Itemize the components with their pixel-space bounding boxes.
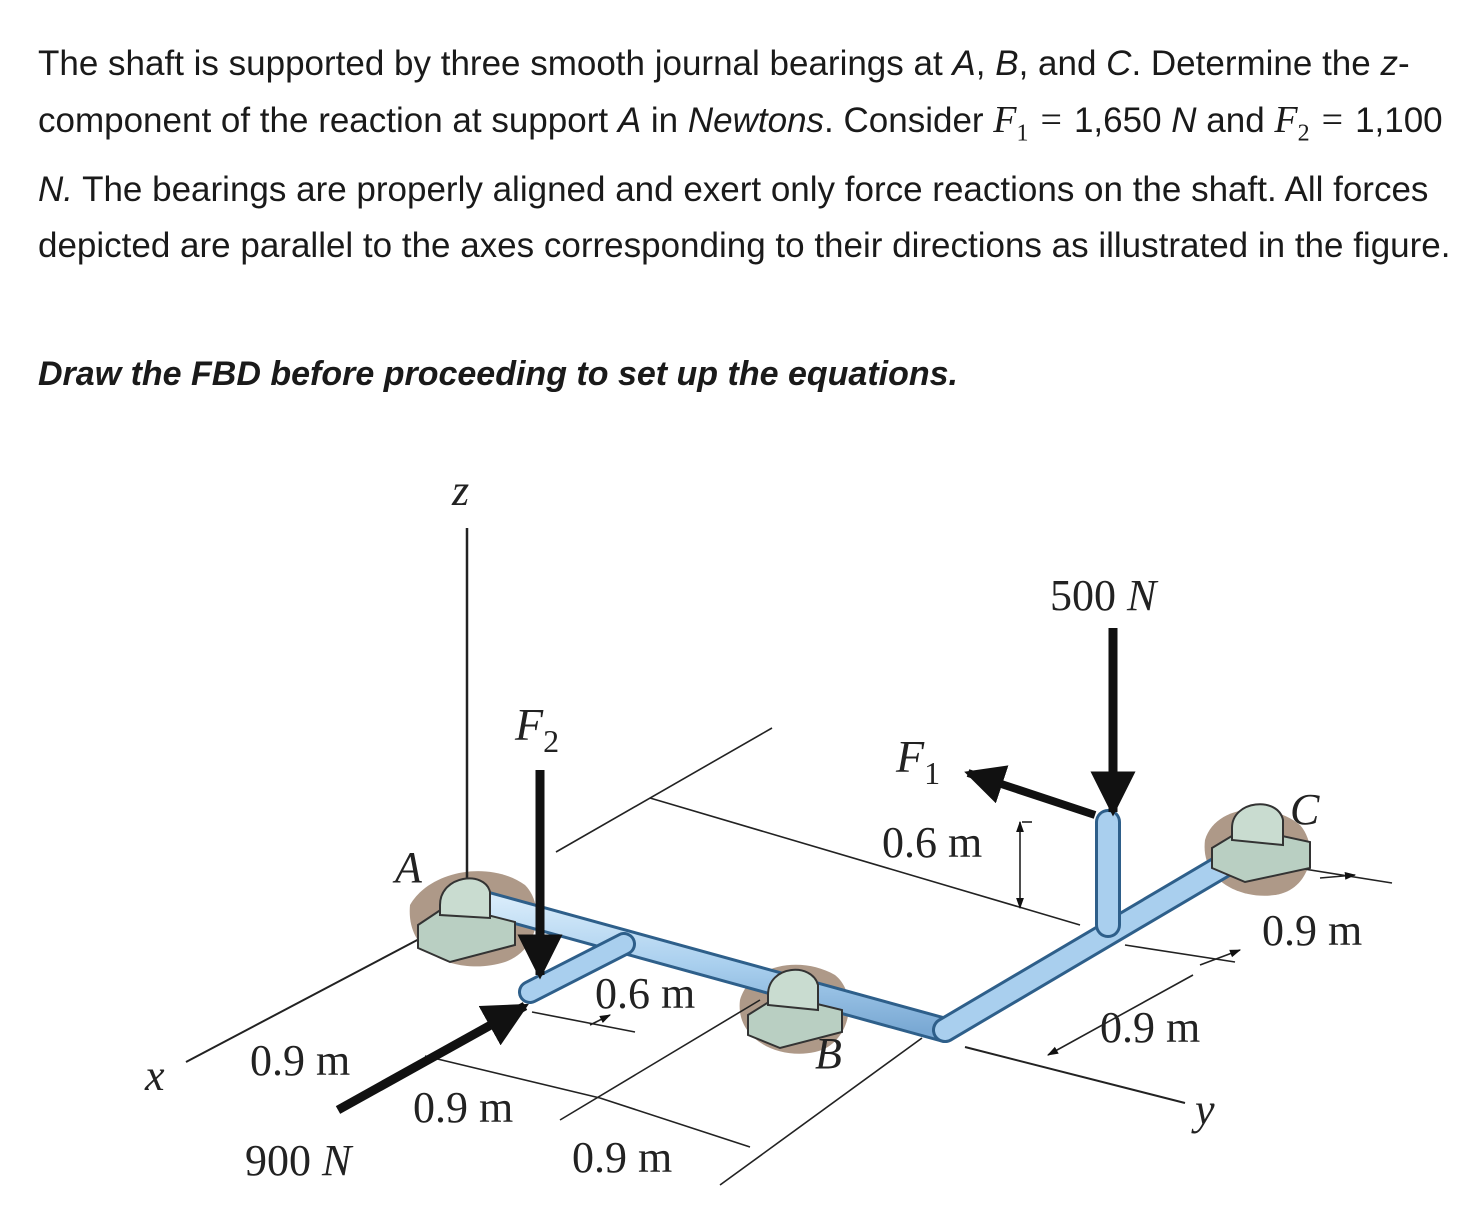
problem-text: , <box>975 44 996 83</box>
x-axis <box>185 927 441 1063</box>
label-b: B <box>815 1029 842 1078</box>
axis-z-label: z <box>451 466 469 515</box>
label-c: C <box>1290 785 1320 834</box>
f1-value: 1,650 <box>1073 101 1172 140</box>
label-f2: F2 <box>514 699 559 759</box>
axis-x-label: x <box>144 1051 165 1100</box>
dim-0.9m-ab-2: 0.9 m <box>572 1133 672 1182</box>
bearing-c <box>1211 803 1311 884</box>
point-b-ref: B <box>995 44 1019 83</box>
dim-0.9m-ab-1: 0.9 m <box>413 1083 513 1132</box>
problem-text: and <box>1196 101 1275 140</box>
point-a-ref: A <box>952 44 976 83</box>
problem-text: The bearings are properly aligned and ex… <box>38 169 1451 265</box>
equals-sign: = <box>1321 99 1344 141</box>
problem-text: in <box>641 101 688 140</box>
y-axis <box>964 1046 1186 1104</box>
force-f1-arrow <box>964 765 1097 819</box>
problem-text: -component of the reaction at support <box>38 44 1410 140</box>
instruction-text: Draw the FBD before proceeding to set up… <box>38 355 958 393</box>
force-900n-arrow <box>335 1002 529 1114</box>
z-axis-ref: z <box>1380 44 1398 83</box>
problem-text: , and <box>1018 44 1107 83</box>
dimension-lines <box>424 727 1393 1186</box>
dim-0.6m-vertical: 0.6 m <box>882 818 982 867</box>
unit-n: N <box>1171 101 1197 140</box>
bearing-a <box>417 877 516 964</box>
f2-value: 1,100 <box>1355 101 1443 140</box>
problem-text: The shaft is supported by three smooth j… <box>38 44 953 83</box>
dim-0.9m-y: 0.9 m <box>1100 1003 1200 1052</box>
label-a: A <box>392 843 423 892</box>
newtons-ref: Newtons <box>687 101 825 140</box>
point-a-ref: A <box>617 101 642 140</box>
problem-statement: The shaft is supported by three smooth j… <box>38 36 1458 274</box>
label-f1: F1 <box>895 731 940 791</box>
shaft <box>460 809 1263 1043</box>
label-500n: 500 N <box>1050 571 1159 620</box>
axis-y-label: y <box>1191 1085 1215 1134</box>
f2-symbol: F2 <box>1274 99 1310 147</box>
point-c-ref: C <box>1106 44 1132 83</box>
f1-symbol: F1 <box>993 99 1029 147</box>
bearing-b <box>747 968 843 1050</box>
unit-n: N. <box>38 169 73 209</box>
problem-text: . Determine the <box>1131 44 1381 83</box>
dim-0.9m-x: 0.9 m <box>250 1036 350 1085</box>
equals-sign: = <box>1040 99 1062 141</box>
label-900n: 900 N <box>245 1136 354 1185</box>
problem-text: . Consider <box>824 101 994 140</box>
dim-0.9m-c: 0.9 m <box>1262 906 1362 955</box>
dim-0.6m-offset: 0.6 m <box>595 969 695 1018</box>
